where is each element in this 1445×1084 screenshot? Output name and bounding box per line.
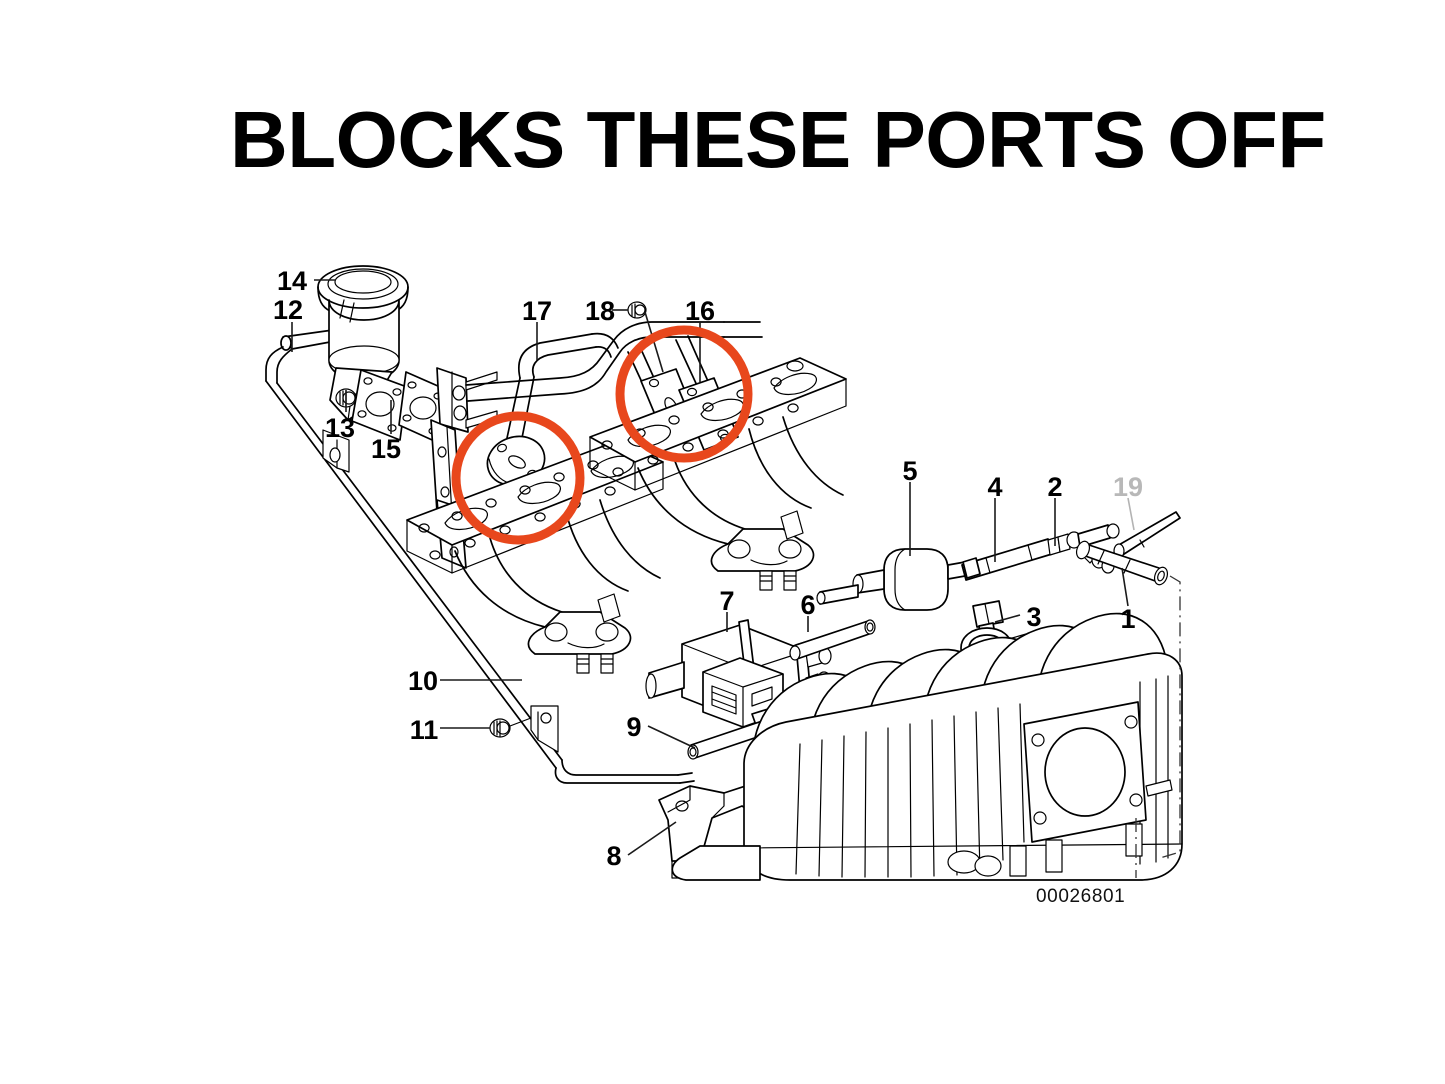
callout-5: 5 (902, 456, 917, 486)
lock-nut-11 (489, 718, 511, 738)
callout-3: 3 (1026, 602, 1041, 632)
callout-8: 8 (606, 841, 621, 871)
leader-lines (291, 279, 1181, 878)
callout-4: 4 (987, 472, 1002, 502)
callout-18: 18 (585, 296, 615, 326)
flange-nut-18 (627, 301, 647, 319)
vacuum-hose-6 (789, 619, 876, 661)
callout-1: 1 (1120, 604, 1135, 634)
exhaust-manifold-rear (589, 357, 847, 591)
callout-10: 10 (408, 666, 438, 696)
part-number-code: 00026801 (1036, 886, 1125, 907)
callout-13: 13 (325, 413, 355, 443)
callout-6: 6 (800, 590, 815, 620)
callout-11: 11 (410, 715, 439, 745)
callout-17: 17 (522, 296, 552, 326)
callout-16: 16 (685, 296, 715, 326)
callout-14: 14 (277, 266, 307, 296)
callout-9: 9 (626, 712, 641, 742)
air-valve-assembly (317, 265, 448, 445)
callout-numbers: 14 12 13 15 17 18 16 5 4 2 19 1 3 6 7 9 … (273, 266, 1143, 871)
callout-15: 15 (371, 434, 401, 464)
callout-2: 2 (1047, 472, 1062, 502)
rubber-sleeve-1 (1075, 540, 1169, 586)
left-blocked-port-circle (451, 411, 585, 545)
check-valve-canister-5 (816, 548, 966, 611)
annotation-circles (451, 325, 753, 545)
callout-7: 7 (719, 586, 734, 616)
callout-12: 12 (273, 295, 303, 325)
page-title: BLOCKS THESE PORTS OFF (230, 95, 1326, 184)
intake-manifold (671, 612, 1183, 881)
tapered-pipe-19 (1113, 511, 1181, 559)
long-air-pipe-group (265, 329, 695, 784)
callout-19: 19 (1113, 472, 1143, 502)
right-blocked-port-circle (615, 325, 753, 463)
pressure-hose-4 (961, 538, 1053, 581)
